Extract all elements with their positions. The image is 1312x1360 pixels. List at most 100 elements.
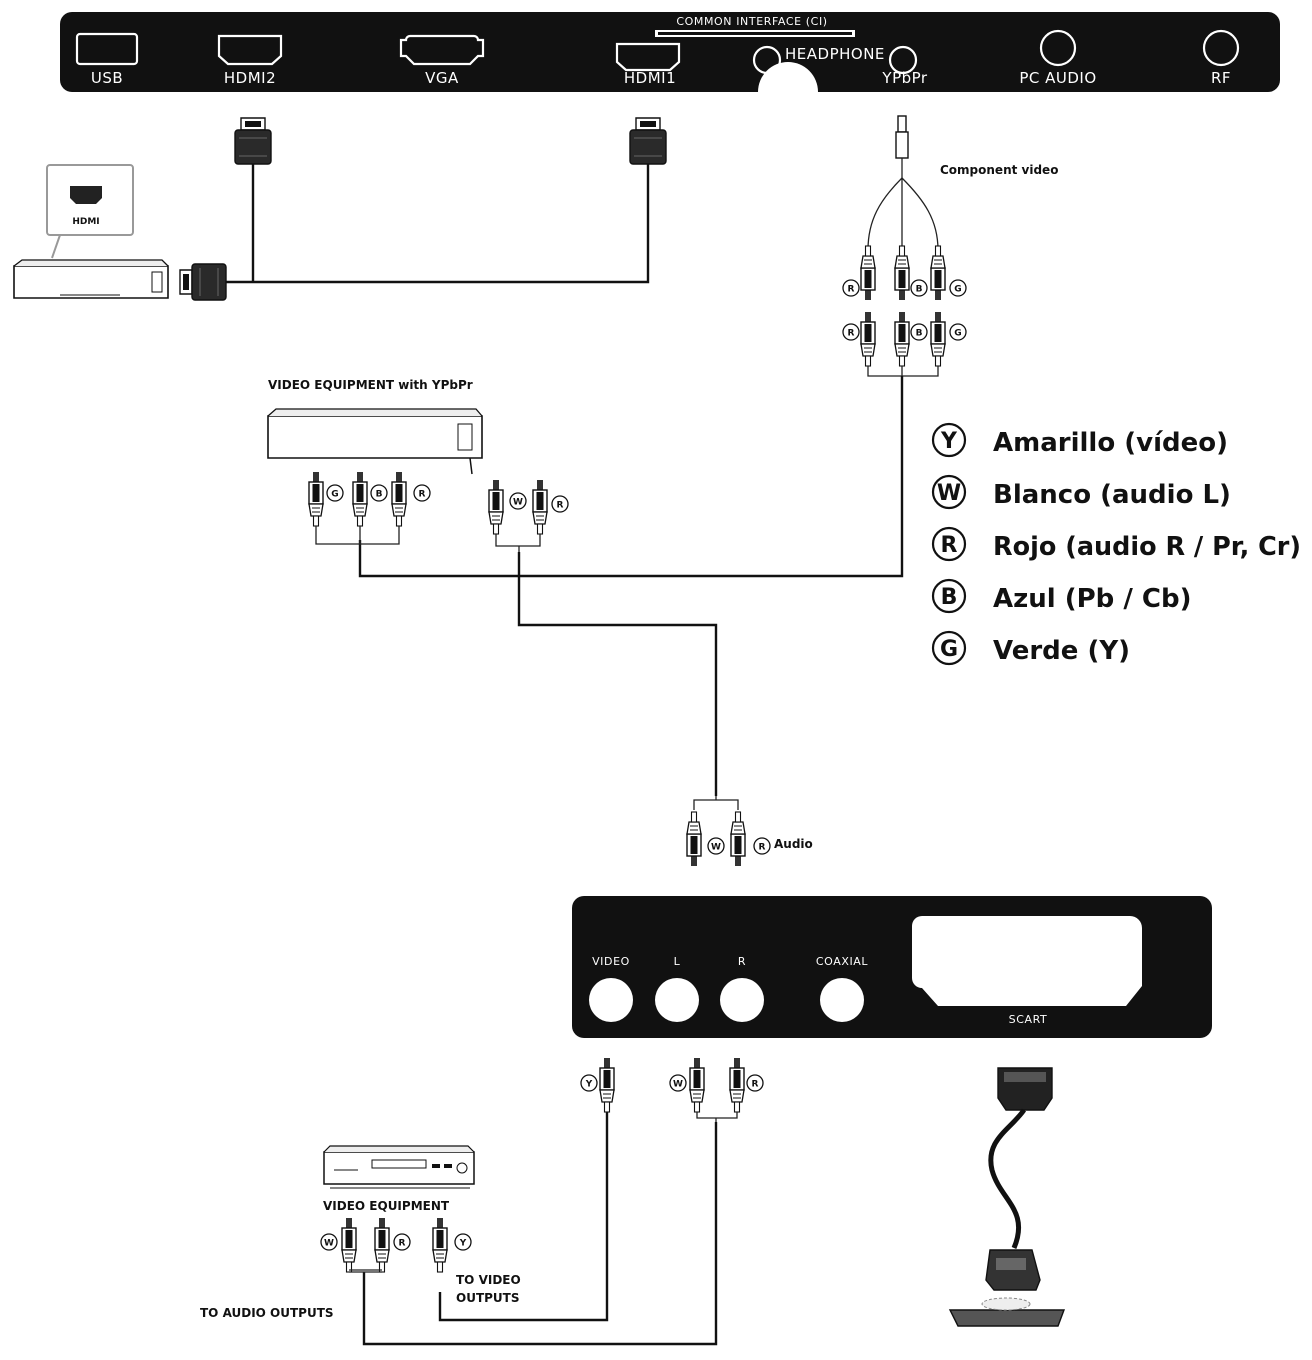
port-label-hdmi2: HDMI2 xyxy=(224,69,276,87)
hdmi-port-icon xyxy=(615,42,681,72)
rca-plug-icon xyxy=(689,1057,705,1113)
plug-tag: R xyxy=(557,501,564,511)
plug-tag: W xyxy=(711,843,721,853)
rca-plug-icon xyxy=(894,311,910,367)
av-label-r: R xyxy=(738,955,746,968)
port-label-usb: USB xyxy=(91,69,123,87)
legend-item: R Rojo (audio R / Pr, Cr) xyxy=(931,526,1301,562)
plug-tag: Y xyxy=(459,1239,467,1249)
plug-tag: G xyxy=(954,285,961,295)
plug-tag: R xyxy=(419,490,426,500)
legend-letter: W xyxy=(937,481,961,506)
video-equipment-label: VIDEO EQUIPMENT xyxy=(323,1199,450,1213)
legend-letter: Y xyxy=(940,429,958,454)
av-label-coaxial: COAXIAL xyxy=(816,955,869,968)
set-top-box-icon: HDMI xyxy=(13,164,169,299)
plug-tag: W xyxy=(673,1080,683,1090)
round-jack-icon xyxy=(752,45,782,75)
legend-letter: B xyxy=(941,585,958,610)
rca-plug-icon xyxy=(599,1057,615,1113)
rca-plug-icon xyxy=(488,479,504,535)
component-cable: Component video R B G R B G xyxy=(358,115,1058,578)
hdmi-plug-icon xyxy=(234,117,272,165)
set-top-box-icon xyxy=(267,415,483,459)
plug-tag: G xyxy=(331,490,338,500)
plug-tag: W xyxy=(324,1239,334,1249)
port-label-pc-audio: PC AUDIO xyxy=(1019,69,1096,87)
video-wire xyxy=(438,1112,609,1322)
round-jack-icon xyxy=(820,978,864,1022)
rca-plug-icon xyxy=(729,1057,745,1113)
legend-text: Azul (Pb / Cb) xyxy=(993,584,1191,614)
rca-plug-icon xyxy=(687,812,701,866)
rca-plug-icon xyxy=(895,246,909,300)
scart-cable xyxy=(948,1067,1066,1327)
av-label-video: VIDEO xyxy=(592,955,630,968)
dvd-player-icon xyxy=(323,1145,475,1189)
legend-text: Rojo (audio R / Pr, Cr) xyxy=(993,532,1301,562)
rca-plug-icon xyxy=(374,1217,390,1273)
audio-wire xyxy=(517,552,718,796)
av-rca-cables: Y W R xyxy=(362,1057,764,1346)
rca-plug-icon xyxy=(352,471,368,527)
component-video-label: Component video xyxy=(940,163,1058,177)
port-label-ypbpr: YPbPr xyxy=(881,69,928,87)
hdmi-plug-icon xyxy=(179,263,227,301)
rca-plug-icon xyxy=(341,1217,357,1273)
audio-cable-label: Audio xyxy=(774,837,813,851)
rca-plug-icon xyxy=(931,246,945,300)
rca-plug-icon xyxy=(432,1217,448,1273)
scart-port-icon xyxy=(912,916,1142,1006)
round-jack-icon xyxy=(589,978,633,1022)
plug-tag: B xyxy=(916,329,923,339)
video-equipment: VIDEO EQUIPMENT W R Y TO VIDEO OUTPUTS T… xyxy=(200,1145,521,1320)
to-audio-outputs-label: TO AUDIO OUTPUTS xyxy=(200,1306,334,1320)
audio-wire xyxy=(362,1122,718,1346)
to-video-outputs-label: OUTPUTS xyxy=(456,1291,520,1305)
rca-plug-icon xyxy=(731,812,745,866)
legend-letter: R xyxy=(941,533,958,558)
hdmi-wire xyxy=(225,164,650,284)
plug-tag: R xyxy=(399,1239,406,1249)
port-label-vga: VGA xyxy=(425,69,459,87)
legend-item: G Verde (Y) xyxy=(931,630,1130,666)
vga-port-icon xyxy=(399,34,485,66)
round-jack-icon xyxy=(888,45,918,75)
av-input-panel: VIDEO L R COAXIAL SCART xyxy=(572,896,1212,1038)
to-video-outputs-label: TO VIDEO xyxy=(456,1273,521,1287)
plug-tag: B xyxy=(376,490,383,500)
video-equipment-ypbpr: VIDEO EQUIPMENT with YPbPr G B R W R xyxy=(267,378,718,796)
legend-text: Amarillo (vídeo) xyxy=(993,428,1228,458)
ci-label: COMMON INTERFACE (CI) xyxy=(676,15,827,28)
av-label-scart: SCART xyxy=(1009,1013,1048,1026)
round-jack-icon xyxy=(720,978,764,1022)
headphone-label: HEADPHONE xyxy=(785,45,885,63)
plug-tag: R xyxy=(752,1080,759,1090)
usb-port-icon xyxy=(75,32,139,66)
plug-tag: W xyxy=(513,498,523,508)
rca-plug-icon xyxy=(861,246,875,300)
rca-plug-icon xyxy=(860,311,876,367)
plug-tag: R xyxy=(848,285,855,295)
component-wire xyxy=(358,376,904,578)
rca-plug-icon xyxy=(391,471,407,527)
hdmi-plug-icon xyxy=(629,117,667,165)
plug-tag: B xyxy=(916,285,923,295)
round-jack-icon xyxy=(1202,29,1240,67)
audio-cable: W R Audio xyxy=(687,796,813,866)
hdmi-device-label: HDMI xyxy=(72,217,99,227)
legend-text: Blanco (audio L) xyxy=(993,480,1231,510)
hdmi-cable-group xyxy=(179,117,667,301)
plug-tag: R xyxy=(848,329,855,339)
legend-item: W Blanco (audio L) xyxy=(931,474,1231,510)
panel-cutout xyxy=(758,62,818,92)
hdmi-port-icon xyxy=(217,34,283,66)
av-label-l: L xyxy=(674,955,681,968)
legend-item: B Azul (Pb / Cb) xyxy=(931,578,1191,614)
legend-letter: G xyxy=(940,637,958,662)
port-label-hdmi1: HDMI1 xyxy=(624,69,676,87)
legend-item: Y Amarillo (vídeo) xyxy=(931,422,1228,458)
port-label-rf: RF xyxy=(1211,69,1231,87)
round-jack-icon xyxy=(655,978,699,1022)
